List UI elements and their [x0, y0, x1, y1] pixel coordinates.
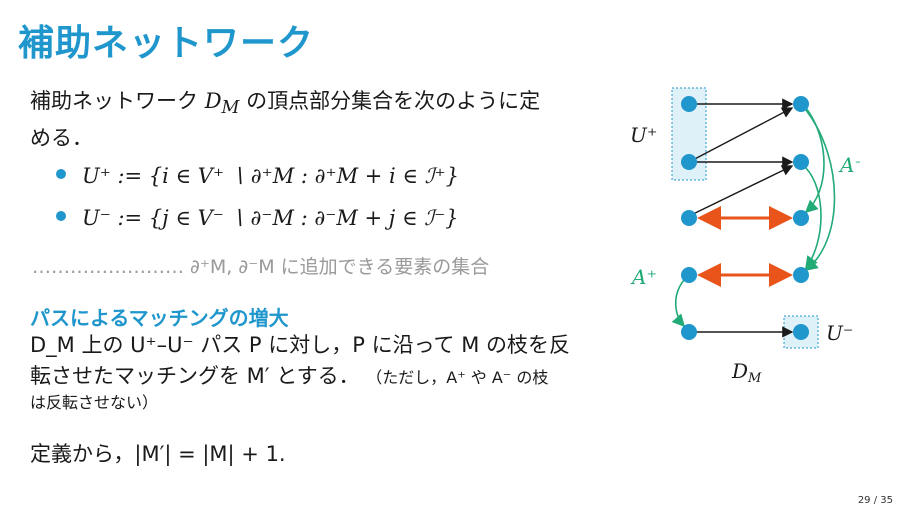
node — [793, 154, 809, 170]
slide-title: 補助ネットワーク — [18, 23, 315, 64]
note-text: …………………… ∂⁺M, ∂⁻M に追加できる要素の集合 — [32, 256, 490, 278]
node — [681, 267, 697, 283]
subheading: パスによるマッチングの増大 — [30, 306, 289, 330]
paragraph-line3: は反転させない） — [30, 393, 159, 412]
node — [681, 324, 697, 340]
auxiliary-network-diagram: U⁺ A⁻ A⁺ U⁻ DM — [630, 87, 860, 386]
paragraph-line2-note: （ただし，A⁺ や A⁻ の枝 — [366, 368, 549, 387]
intro-line2: める． — [30, 126, 93, 151]
aminus-arc — [805, 167, 822, 270]
bullet-dot — [56, 211, 66, 221]
bullet-uplus: U⁺ := {i ∈ V⁺ ∖ ∂⁺M : ∂⁺M + i ∈ ℐ⁺} — [56, 162, 459, 190]
intro-text: 補助ネットワーク DM の頂点部分集合を次のように定 める． — [30, 86, 590, 153]
node — [793, 267, 809, 283]
label-dm: DM — [731, 359, 762, 386]
node — [681, 154, 697, 170]
paragraph-line2: 転させたマッチングを M′ とする． — [30, 364, 360, 388]
label-aplus: A⁺ — [630, 265, 657, 289]
node — [793, 324, 809, 340]
label-uplus: U⁺ — [630, 123, 657, 147]
page-number: 29 / 35 — [857, 495, 893, 506]
aminus-arc — [804, 109, 836, 271]
node — [681, 96, 697, 112]
aplus-arc — [671, 279, 686, 328]
label-uminus: U⁻ — [826, 321, 853, 345]
node — [793, 96, 809, 112]
label-aminus: A⁻ — [838, 153, 860, 177]
bullet-dot — [56, 169, 66, 179]
conclusion: 定義から，|M′| = |M| + 1. — [30, 442, 286, 466]
bullet-uminus: U⁻ := {j ∈ V⁻ ∖ ∂⁻M : ∂⁻M + j ∈ ℐ⁻} — [56, 204, 459, 232]
paragraph-line1: D_M 上の U⁺–U⁻ パス P に対し，P に沿って M の枝を反 — [30, 333, 570, 357]
intro-line1: 補助ネットワーク DM の頂点部分集合を次のように定 — [30, 89, 541, 119]
edge — [688, 107, 794, 163]
node — [681, 210, 697, 226]
paragraph: D_M 上の U⁺–U⁻ パス P に対し，P に沿って M の枝を反 転させた… — [30, 330, 630, 393]
node — [793, 210, 809, 226]
